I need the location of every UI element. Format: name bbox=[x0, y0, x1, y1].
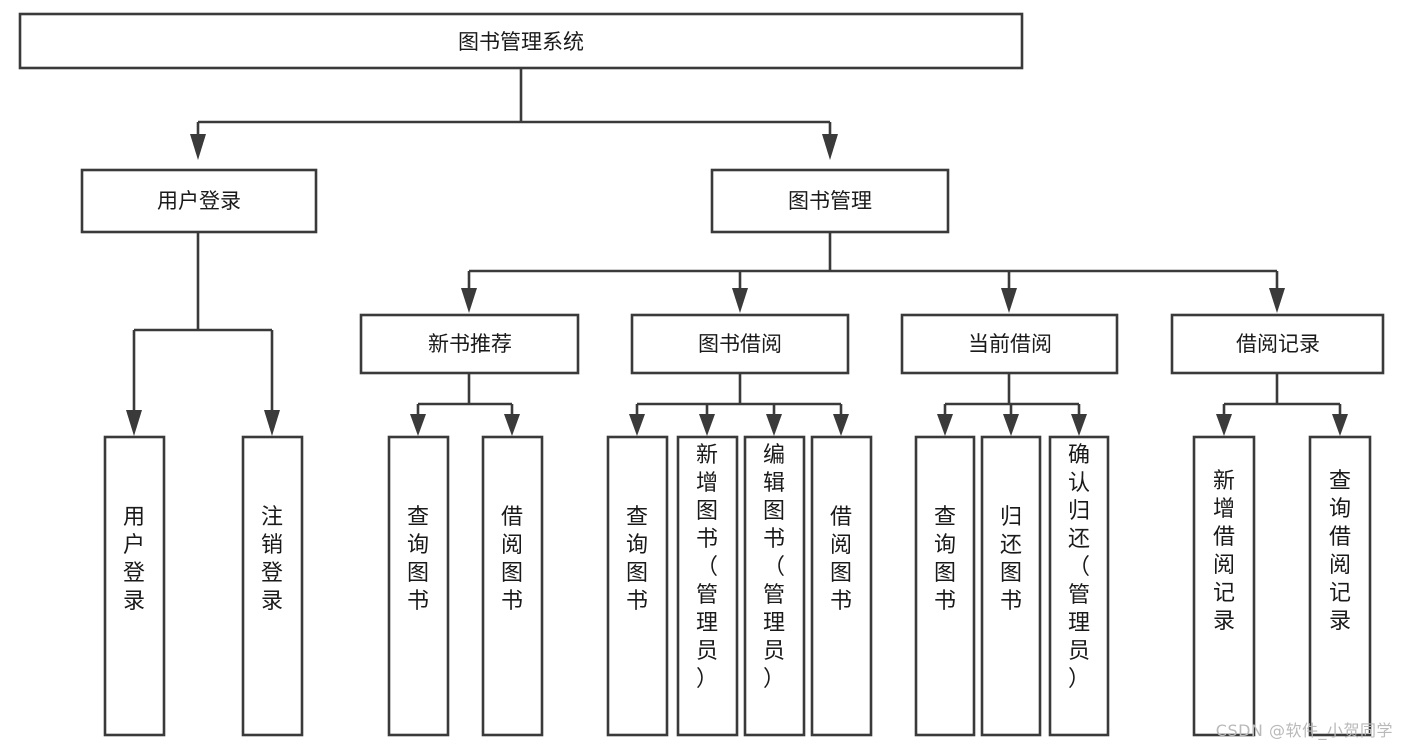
node-borrow-record-label: 借阅记录 bbox=[1236, 332, 1320, 356]
arrow-head-leaf-query-book-1 bbox=[410, 414, 426, 436]
arrow-head-leaf-user-logout bbox=[264, 410, 280, 436]
node-leaf-borrow-book-2-label: 借阅图书 bbox=[830, 505, 852, 614]
node-leaf-edit-book[interactable]: 编辑图书（管理员） bbox=[743, 435, 806, 737]
node-book-borrow-box[interactable] bbox=[630, 313, 850, 375]
node-leaf-query-book-1-box[interactable] bbox=[387, 435, 450, 737]
node-borrow-record-box[interactable] bbox=[1170, 313, 1385, 375]
node-leaf-query-book-2[interactable]: 查询图书 bbox=[606, 435, 669, 737]
node-leaf-query-book-1[interactable]: 查询图书 bbox=[387, 435, 450, 737]
node-leaf-user-logout-box[interactable] bbox=[241, 435, 304, 737]
arrow-head-leaf-query-book-3 bbox=[937, 414, 953, 436]
connector-group-user-login bbox=[126, 232, 280, 436]
node-root[interactable]: 图书管理系统 bbox=[18, 12, 1024, 70]
arrow-head-leaf-add-record bbox=[1216, 414, 1232, 436]
node-book-manage-label: 图书管理 bbox=[788, 189, 872, 213]
arrow-head-leaf-return-book bbox=[1003, 414, 1019, 436]
node-borrow-record[interactable]: 借阅记录 bbox=[1170, 313, 1385, 375]
node-leaf-user-logout[interactable]: 注销登录 bbox=[241, 435, 304, 737]
node-leaf-confirm-return[interactable]: 确认归还（管理员） bbox=[1048, 435, 1110, 737]
node-new-book-rec[interactable]: 新书推荐 bbox=[359, 313, 580, 375]
node-leaf-confirm-return-box[interactable] bbox=[1048, 435, 1110, 737]
node-leaf-user-login-label: 用户登录 bbox=[123, 505, 145, 614]
node-leaf-query-record-box[interactable] bbox=[1308, 435, 1372, 737]
node-user-login-box[interactable] bbox=[80, 168, 318, 234]
arrow-head-leaf-borrow-book-1 bbox=[504, 414, 520, 436]
node-user-login-label: 用户登录 bbox=[157, 189, 241, 213]
node-leaf-borrow-book-2[interactable]: 借阅图书 bbox=[810, 435, 873, 737]
node-leaf-user-login[interactable]: 用户登录 bbox=[103, 435, 166, 737]
connector-group-book-manage bbox=[461, 232, 1285, 313]
arrow-head-leaf-add-book bbox=[699, 414, 715, 436]
node-leaf-borrow-book-1-label: 借阅图书 bbox=[501, 505, 523, 614]
node-new-book-rec-box[interactable] bbox=[359, 313, 580, 375]
node-leaf-borrow-book-1[interactable]: 借阅图书 bbox=[481, 435, 544, 737]
node-leaf-query-book-3-label: 查询图书 bbox=[934, 505, 956, 614]
arrow-head-borrow-record bbox=[1269, 288, 1285, 313]
node-leaf-query-book-1-label: 查询图书 bbox=[407, 505, 429, 614]
arrow-head-current-borrow bbox=[1001, 288, 1017, 313]
connector-group-new-book-rec bbox=[410, 373, 520, 436]
arrow-head-book-manage bbox=[822, 134, 838, 160]
node-leaf-return-book-box[interactable] bbox=[980, 435, 1042, 737]
arrow-head-leaf-edit-book bbox=[766, 414, 782, 436]
node-book-borrow-label: 图书借阅 bbox=[698, 332, 782, 356]
node-book-manage-box[interactable] bbox=[710, 168, 950, 234]
arrow-head-leaf-user-login bbox=[126, 410, 142, 436]
arrow-head-user-login bbox=[190, 134, 206, 160]
node-leaf-query-book-3-box[interactable] bbox=[914, 435, 976, 737]
node-leaf-query-book-3[interactable]: 查询图书 bbox=[914, 435, 976, 737]
node-leaf-add-record[interactable]: 新增借阅记录 bbox=[1192, 435, 1256, 737]
node-leaf-edit-book-box[interactable] bbox=[743, 435, 806, 737]
node-leaf-confirm-return-label: 确认归还（管理员） bbox=[1068, 443, 1090, 692]
csdn-watermark: CSDN @软件_小贺同学 bbox=[1215, 721, 1393, 740]
connector-group-current-borrow bbox=[937, 373, 1087, 436]
node-leaf-edit-book-label: 编辑图书（管理员） bbox=[763, 443, 785, 692]
node-book-borrow[interactable]: 图书借阅 bbox=[630, 313, 850, 375]
node-leaf-borrow-book-2-box[interactable] bbox=[810, 435, 873, 737]
node-leaf-query-record-label: 查询借阅记录 bbox=[1329, 469, 1351, 634]
node-leaf-add-book-label: 新增图书（管理员） bbox=[696, 443, 718, 692]
node-book-manage[interactable]: 图书管理 bbox=[710, 168, 950, 234]
connector-group-book-borrow bbox=[629, 373, 849, 436]
node-current-borrow-label: 当前借阅 bbox=[968, 332, 1052, 356]
node-leaf-query-book-2-label: 查询图书 bbox=[626, 505, 648, 614]
node-leaf-query-book-2-box[interactable] bbox=[606, 435, 669, 737]
node-new-book-rec-label: 新书推荐 bbox=[428, 332, 512, 356]
node-leaf-user-logout-label: 注销登录 bbox=[261, 505, 283, 614]
node-root-label: 图书管理系统 bbox=[458, 30, 584, 54]
node-root-box[interactable] bbox=[18, 12, 1024, 70]
node-leaf-borrow-book-1-box[interactable] bbox=[481, 435, 544, 737]
node-leaf-add-record-label: 新增借阅记录 bbox=[1213, 469, 1235, 634]
node-current-borrow-box[interactable] bbox=[900, 313, 1119, 375]
arrow-head-leaf-confirm-return bbox=[1071, 414, 1087, 436]
connector-group-borrow-record bbox=[1216, 373, 1348, 436]
arrow-head-new-book-rec bbox=[461, 288, 477, 313]
node-leaf-return-book[interactable]: 归还图书 bbox=[980, 435, 1042, 737]
node-user-login[interactable]: 用户登录 bbox=[80, 168, 318, 234]
arrow-head-book-borrow bbox=[732, 288, 748, 313]
node-leaf-add-book[interactable]: 新增图书（管理员） bbox=[676, 435, 739, 737]
node-leaf-user-login-box[interactable] bbox=[103, 435, 166, 737]
node-leaf-query-record[interactable]: 查询借阅记录 bbox=[1308, 435, 1372, 737]
arrow-head-leaf-query-record bbox=[1332, 414, 1348, 436]
node-leaf-return-book-label: 归还图书 bbox=[1000, 505, 1022, 614]
connector-group-root bbox=[190, 68, 838, 160]
node-current-borrow[interactable]: 当前借阅 bbox=[900, 313, 1119, 375]
arrow-head-leaf-borrow-book-2 bbox=[833, 414, 849, 436]
node-leaf-add-book-box[interactable] bbox=[676, 435, 739, 737]
node-leaf-add-record-box[interactable] bbox=[1192, 435, 1256, 737]
arrow-head-leaf-query-book-2 bbox=[629, 414, 645, 436]
